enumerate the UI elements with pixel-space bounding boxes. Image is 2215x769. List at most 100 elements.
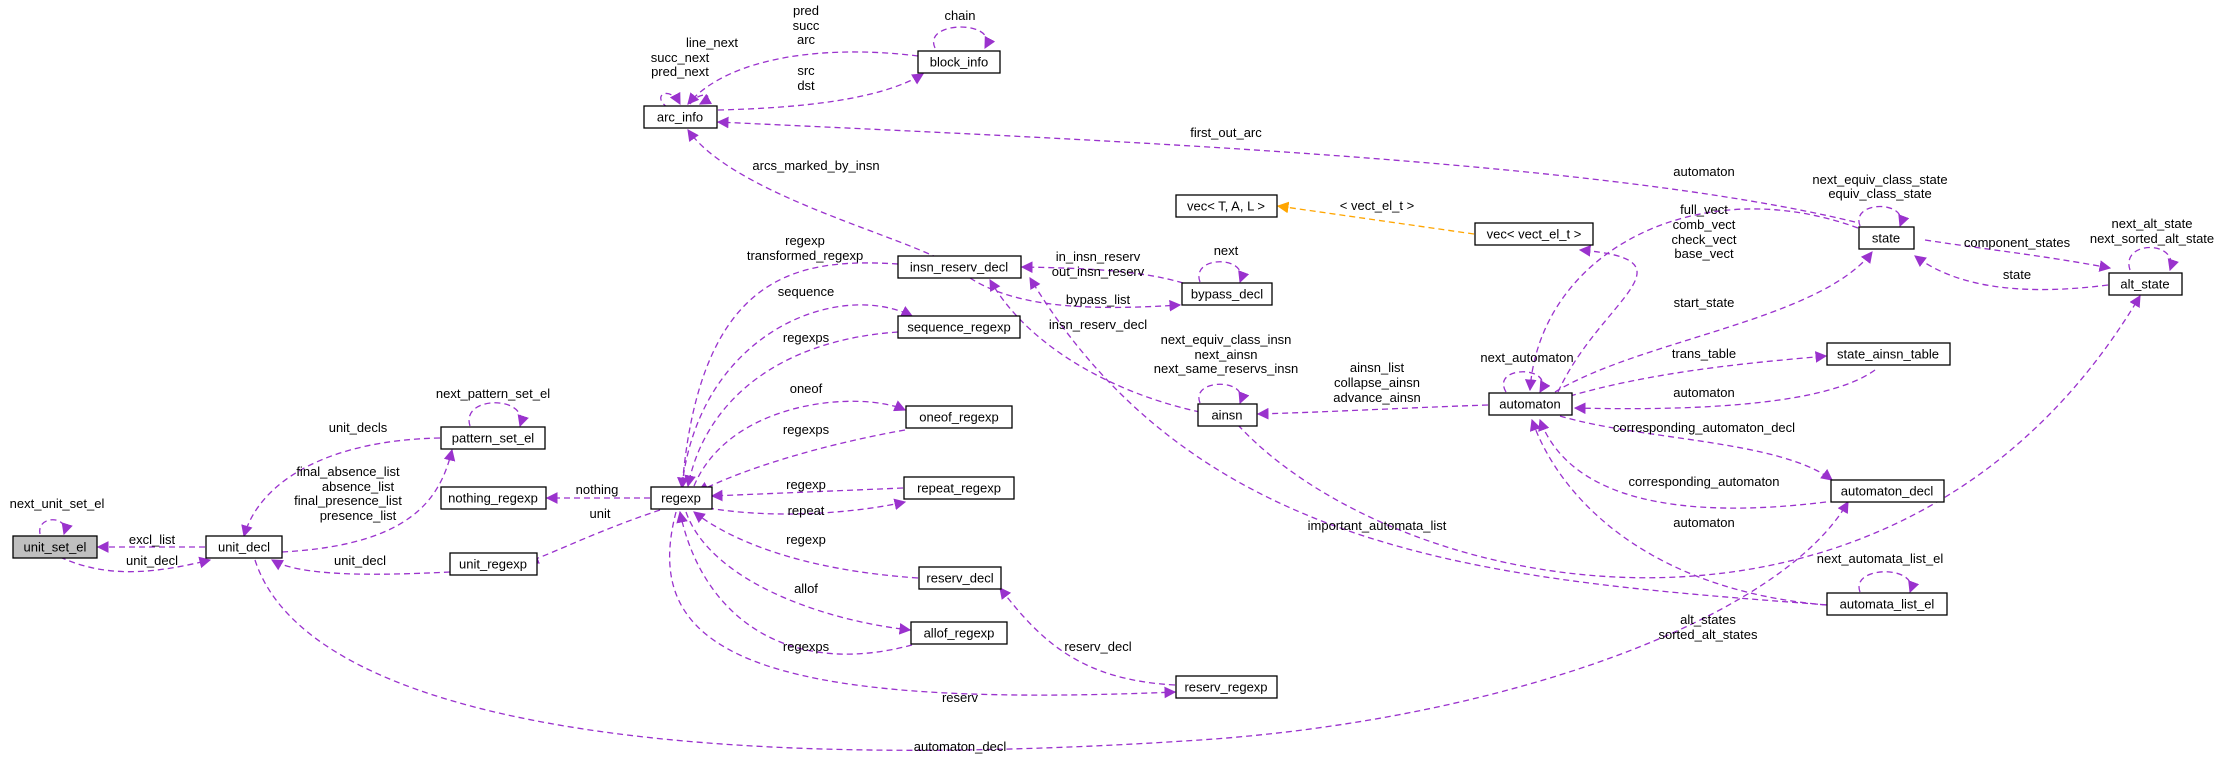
edge-bypass-next	[1198, 261, 1250, 284]
svg-text:regexp: regexp	[661, 491, 701, 506]
node-regexp[interactable]: regexp	[650, 486, 713, 510]
svg-text:state: state	[1872, 231, 1900, 246]
svg-text:reserv_regexp: reserv_regexp	[1184, 680, 1267, 695]
svg-text:nothing_regexp: nothing_regexp	[448, 491, 538, 506]
node-bypass-decl[interactable]: bypass_decl	[1181, 282, 1273, 306]
edge-component-states	[1924, 239, 2112, 272]
node-state[interactable]: state	[1858, 226, 1915, 250]
edge-oneof	[693, 400, 907, 487]
label-automaton-decl: automaton_decl	[914, 739, 1007, 754]
label-unit-decl-a: unit_decl	[126, 553, 178, 568]
label-allof: allof	[794, 581, 818, 596]
edge-regexps-1	[684, 331, 899, 488]
nodes: unit_set_el unit_decl pattern_set_el not…	[12, 50, 2183, 699]
label-succ-next: succ_next	[651, 50, 710, 65]
edge-ainsn-self	[1198, 383, 1250, 405]
svg-text:unit_regexp: unit_regexp	[459, 557, 527, 572]
label-corresponding-automaton-decl: corresponding_automaton_decl	[1613, 420, 1795, 435]
edge-vects	[1557, 245, 1638, 393]
label-next-automaton: next_automaton	[1480, 350, 1573, 365]
node-sequence-regexp[interactable]: sequence_regexp	[897, 315, 1021, 339]
label-regexp-2: regexp	[786, 477, 826, 492]
label-unit: unit	[590, 506, 611, 521]
label-arcs-marked-by-insn: arcs_marked_by_insn	[752, 158, 879, 173]
edge-alt-state-self	[2128, 246, 2179, 272]
svg-text:bypass_decl: bypass_decl	[1191, 287, 1263, 302]
svg-text:alt_state: alt_state	[2120, 277, 2169, 292]
label-next-same-reservs-insn: next_same_reservs_insn	[1154, 361, 1299, 376]
node-automata-list-el[interactable]: automata_list_el	[1826, 592, 1948, 616]
edge-automaton-decl	[254, 500, 1849, 751]
label-dst: dst	[797, 78, 815, 93]
label-next-automata-list-el: next_automata_list_el	[1817, 551, 1944, 566]
label-unit-decl-b: unit_decl	[334, 553, 386, 568]
edge-corresponding-automaton-decl	[1559, 415, 1833, 481]
edge-vect-el-t	[1276, 201, 1475, 235]
node-nothing-regexp[interactable]: nothing_regexp	[440, 486, 547, 510]
node-reserv-decl[interactable]: reserv_decl	[918, 566, 1002, 590]
label-final-presence-list: final_presence_list	[294, 493, 402, 508]
edge-ainsn-list	[1256, 404, 1489, 420]
label-final-absence-list: final_absence_list	[296, 464, 400, 479]
edge-repeat-regexp	[710, 487, 904, 502]
edge-arcs-marked-by-insn	[687, 129, 939, 259]
svg-text:automaton_decl: automaton_decl	[1841, 484, 1934, 499]
edge-regexps-2	[696, 429, 906, 493]
label-regexps-1: regexps	[783, 330, 830, 345]
node-unit-decl[interactable]: unit_decl	[205, 535, 283, 559]
node-automaton-decl[interactable]: automaton_decl	[1830, 479, 1945, 503]
edge-pred-succ-arc	[687, 51, 919, 105]
label-base-vect: base_vect	[1674, 246, 1734, 261]
label-regexp: regexp	[785, 233, 825, 248]
node-oneof-regexp[interactable]: oneof_regexp	[905, 405, 1013, 429]
label-trans-table: trans_table	[1672, 346, 1736, 361]
edge-trans-table	[1569, 351, 1828, 397]
label-sequence: sequence	[778, 284, 834, 299]
edge-line-next	[660, 91, 681, 109]
label-reserv: reserv	[942, 690, 979, 705]
node-block-info[interactable]: block_info	[917, 50, 1001, 74]
node-unit-regexp[interactable]: unit_regexp	[449, 552, 538, 576]
label-check-vect: check_vect	[1671, 232, 1736, 247]
label-next-sorted-alt-state: next_sorted_alt_state	[2090, 231, 2214, 246]
label-unit-decls: unit_decls	[329, 420, 388, 435]
label-repeat: repeat	[788, 503, 825, 518]
label-line-next: line_next	[686, 35, 738, 50]
edge-next-pattern-set-el	[468, 402, 529, 428]
label-insn-reserv-decl: insn_reserv_decl	[1049, 317, 1147, 332]
edge-next-automaton	[1502, 371, 1551, 394]
edge-next-unit-set-el	[39, 519, 73, 536]
node-ainsn[interactable]: ainsn	[1197, 403, 1258, 427]
node-pattern-set-el[interactable]: pattern_set_el	[440, 426, 546, 450]
label-start-state: start_state	[1674, 295, 1735, 310]
label-regexps-3: regexps	[783, 639, 830, 654]
node-automaton[interactable]: automaton	[1488, 392, 1573, 416]
edge-reserv-decl-regexp	[693, 511, 919, 579]
node-vec-tal[interactable]: vec< T, A, L >	[1175, 194, 1278, 218]
edge-src-dst	[717, 73, 925, 111]
label-oneof: oneof	[790, 381, 823, 396]
node-unit-set-el[interactable]: unit_set_el	[12, 535, 98, 559]
edge-corresponding-automaton	[1538, 418, 1827, 509]
label-reserv-decl: reserv_decl	[1064, 639, 1131, 654]
label-absence-list: absence_list	[322, 479, 395, 494]
edge-succ-pred-next	[689, 93, 713, 105]
label-presence-list: presence_list	[320, 508, 397, 523]
edge-state-automaton	[1524, 208, 1859, 392]
edge-unit-set-el-unit-decl	[59, 556, 212, 573]
node-arc-info[interactable]: arc_info	[643, 105, 718, 129]
svg-text:unit_set_el: unit_set_el	[24, 540, 87, 555]
label-next-alt-state: next_alt_state	[2112, 216, 2193, 231]
node-insn-reserv-decl[interactable]: insn_reserv_decl	[897, 255, 1022, 279]
node-reserv-regexp[interactable]: reserv_regexp	[1175, 675, 1278, 699]
node-vec-vect[interactable]: vec< vect_el_t >	[1474, 222, 1594, 246]
edge-regexps-3	[676, 510, 913, 655]
svg-text:pattern_set_el: pattern_set_el	[452, 431, 535, 446]
node-state-ainsn-table[interactable]: state_ainsn_table	[1826, 342, 1951, 366]
node-repeat-regexp[interactable]: repeat_regexp	[903, 476, 1015, 500]
node-allof-regexp[interactable]: allof_regexp	[910, 621, 1008, 645]
label-state: state	[2003, 267, 2031, 282]
label-alt-states: alt_states	[1680, 612, 1736, 627]
node-alt-state[interactable]: alt_state	[2108, 272, 2183, 296]
